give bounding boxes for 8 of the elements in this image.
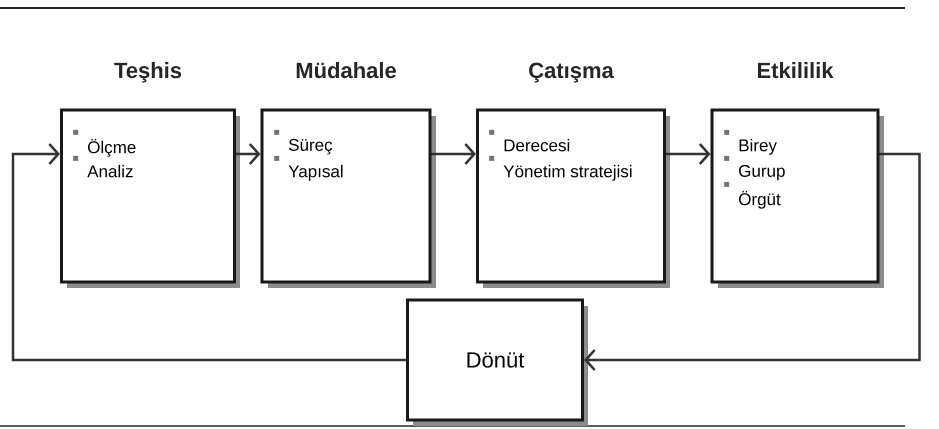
step-heading: Çatışma [529,62,614,83]
feedback-box: Dönüt [406,298,588,426]
step-heading: Teşhis [114,62,182,83]
step-heading: Etkililik [758,62,834,78]
arrow [236,143,260,165]
arrow [432,143,476,165]
step-heading: Müdahale [296,62,396,78]
arrow [666,143,710,165]
